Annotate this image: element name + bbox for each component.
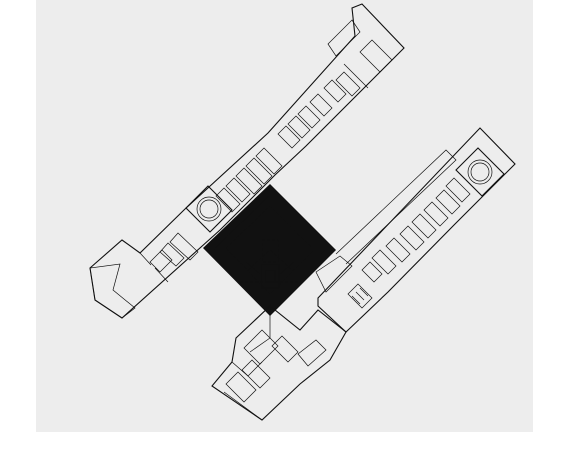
northwest-domed-chamber (185, 185, 233, 233)
southeast-domed-chamber (455, 147, 505, 197)
central-chamber (203, 184, 336, 316)
northwest-wing-cells (139, 63, 369, 283)
northwest-wing (89, 3, 405, 319)
southeast-wing-cells (347, 177, 471, 309)
southern-annex (211, 305, 347, 421)
southeast-wing (315, 127, 516, 333)
